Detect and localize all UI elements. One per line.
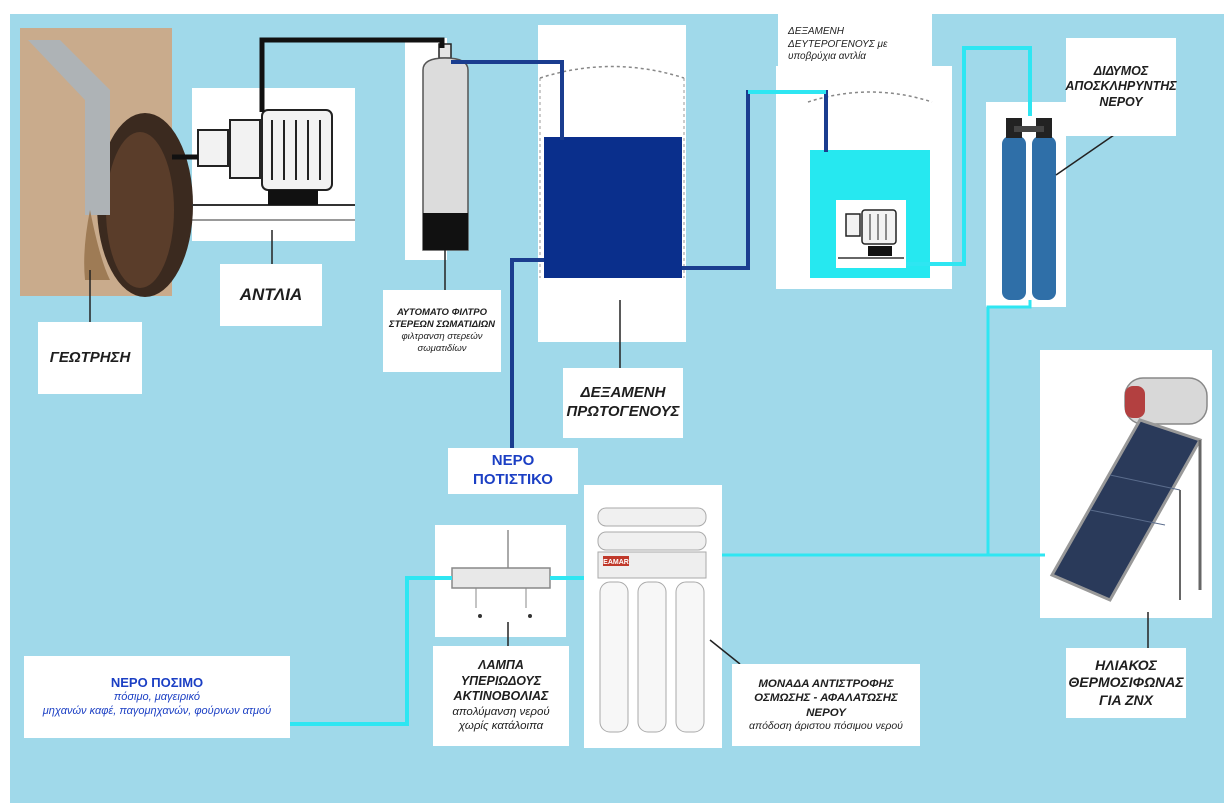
ro-brand-label: EAMAR [603,559,629,566]
label-ro-unit-2: ΟΣΜΩΣΗΣ - ΑΦΑΛΑΤΩΣΗΣ [754,692,898,705]
label-borehole: ΓΕΩΤΡΗΣΗ [38,322,142,394]
label-uv-lamp-sub-1: απολύμανση νερού [452,706,550,719]
pipe-secondary-softener [906,46,1032,266]
label-secondary-tank-3: υποβρύχια αντλία [788,51,867,63]
pump-illustration [192,109,355,221]
label-solar-3: ΓΙΑ ΖΝΧ [1099,691,1153,708]
pipe-pump-filter [259,37,445,112]
label-softener-1: ΔΙΔΥΜΟΣ [1093,63,1149,78]
label-uv-lamp-sub-2: χωρίς κατάλοιπα [458,720,544,733]
label-secondary-tank-1: ΔΕΞΑΜΕΝΗ [788,26,844,38]
label-solar-1: ΗΛΙΑΚΟΣ [1095,656,1157,673]
label-uv-lamp-1: ΛΑΜΠΑ ΥΠΕΡΙΩΔΟΥΣ [460,658,542,688]
pipe-primary-drinking [510,258,544,448]
solar-heater [1049,377,1208,602]
label-filter-sub-1: φιλτρανση στερεών [401,331,483,342]
label-primary-tank-2: ΠΡΩΤΟΓΕΝΟΥΣ [566,403,680,420]
label-uv-lamp-2: ΑΚΤΙΝΟΒΟΛΙΑΣ [453,689,549,704]
label-potable-water-1: πόσιμο, μαγειρικό [113,691,201,704]
leader-ro [709,639,741,665]
label-filter: ΑΥΤΟΜΑΤΟ ΦΙΛΤΡΟ ΣΤΕΡΕΩΝ ΣΩΜΑΤΙΔΙΩΝ φιλτρ… [383,290,501,372]
label-softener-2: ΑΠΟΣΚΛΗΡΥΝΤΗΣ [1065,79,1177,94]
label-uv-lamp: ΛΑΜΠΑ ΥΠΕΡΙΩΔΟΥΣ ΑΚΤΙΝΟΒΟΛΙΑΣ απολύμανση… [433,646,569,746]
label-potable-water: ΝΕΡΟ ΠΟΣΙΜΟ πόσιμο, μαγειρικό μηχανών κα… [24,656,290,738]
pipe-filter-primary-tank [451,60,564,140]
label-primary-tank: ΔΕΞΑΜΕΝΗ ΠΡΩΤΟΓΕΝΟΥΣ [563,368,683,438]
label-drinking-water: ΝΕΡΟ ΠΟΤΙΣΤΙΚΟ [448,448,578,494]
label-drinking-water-text: ΝΕΡΟ ΠΟΤΙΣΤΙΚΟ [473,452,553,488]
borehole-illustration [20,28,193,297]
label-solar: ΗΛΙΑΚΟΣ ΘΕΡΜΟΣΙΦΩΝΑΣ ΓΙΑ ΖΝΧ [1066,648,1186,718]
twin-softener [1002,118,1056,300]
primary-tank-water [544,137,682,278]
label-ro-unit-3: ΝΕΡΟΥ [806,706,846,719]
label-potable-water-title: ΝΕΡΟ ΠΟΣΙΜΟ [110,675,204,691]
label-solar-2: ΘΕΡΜΟΣΙΦΩΝΑΣ [1068,674,1184,691]
pipe-uv-potable [290,576,452,726]
label-primary-tank-1: ΔΕΞΑΜΕΝΗ [580,384,666,402]
label-pump-text: ΑΝΤΛΙΑ [239,285,303,305]
label-softener-3: ΝΕΡΟΥ [1099,94,1143,109]
label-softener: ΔΙΔΥΜΟΣ ΑΠΟΣΚΛΗΡΥΝΤΗΣ ΝΕΡΟΥ [1065,38,1177,136]
label-secondary-tank-2: ΔΕΥΤΕΡΟΓΕΝΟΥΣ με [788,38,888,50]
filter-vessel [422,43,469,251]
label-ro-unit-sub-1: απόδοση άριστου πόσιμου νερού [749,720,903,732]
label-ro-unit: ΜΟΝΑΔΑ ΑΝΤΙΣΤΡΟΦΗΣ ΟΣΜΩΣΗΣ - ΑΦΑΛΑΤΩΣΗΣ … [732,664,920,746]
ro-unit-illustration: EAMAR [597,507,707,733]
label-secondary-tank: ΔΕΞΑΜΕΝΗ ΔΕΥΤΕΡΟΓΕΝΟΥΣ με υποβρύχια αντλ… [778,14,932,76]
leader-softener [1055,134,1115,176]
label-potable-water-2: μηχανών καφέ, παγομηχανών, φούρνων ατμού [42,705,272,718]
pipe-softener-solar [986,300,1045,557]
label-borehole-text: ΓΕΩΤΡΗΣΗ [49,348,131,366]
secondary-tank [807,91,933,278]
label-pump: ΑΝΤΛΙΑ [220,264,322,326]
pipe-primary-secondary [682,90,828,270]
primary-tank [539,65,685,278]
label-ro-unit-1: ΜΟΝΑΔΑ ΑΝΤΙΣΤΡΟΦΗΣ [758,677,894,690]
label-filter-sub-2: σωματιδίων [417,342,467,354]
label-filter-title-2: ΣΤΕΡΕΩΝ ΣΩΜΑΤΙΔΙΩΝ [388,319,495,331]
label-filter-title-1: ΑΥΤΟΜΑΤΟ ΦΙΛΤΡΟ [396,307,488,319]
uv-lamp-illustration [451,530,551,618]
